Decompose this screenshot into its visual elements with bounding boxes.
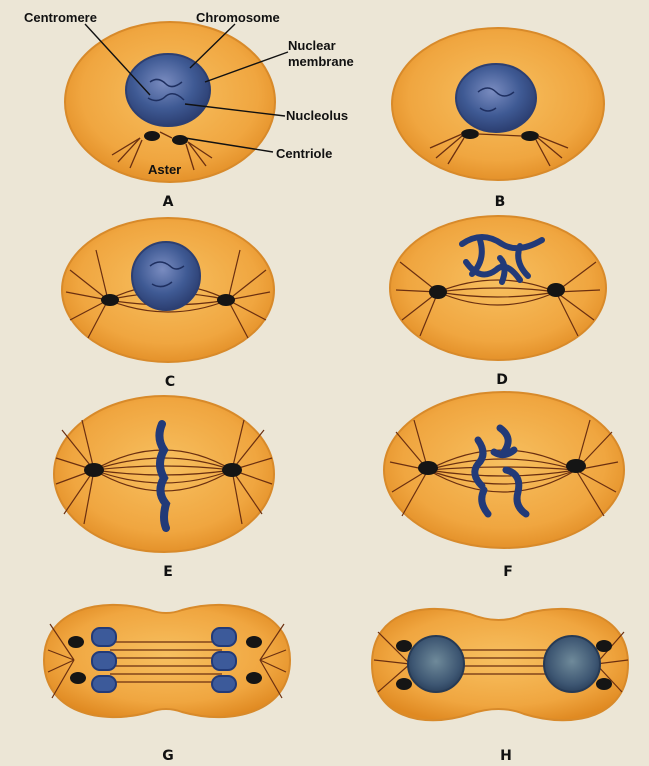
label-nucleolus: Nucleolus <box>286 108 348 123</box>
panel-label-c: C <box>165 374 175 390</box>
panel-a: A <box>65 22 275 210</box>
label-centriole: Centriole <box>276 146 332 161</box>
nucleus-b <box>456 64 536 132</box>
label-chromosome: Chromosome <box>196 10 280 25</box>
label-nuclear-membrane-1: Nuclear <box>288 38 336 53</box>
panel-f: F <box>384 392 624 580</box>
label-centromere: Centromere <box>24 10 97 25</box>
label-nuclear-membrane-2: membrane <box>288 54 354 69</box>
panel-h: H <box>372 609 628 764</box>
panel-label-d: D <box>496 372 508 388</box>
panel-c: C <box>62 218 274 390</box>
panel-label-e: E <box>163 564 173 580</box>
panel-label-h: H <box>500 748 512 764</box>
cell-g <box>44 605 290 717</box>
daughter-nucleus-left <box>408 636 464 692</box>
panel-label-b: B <box>495 194 506 210</box>
panel-d: D <box>390 216 606 388</box>
panel-label-a: A <box>163 194 174 210</box>
panel-g: G <box>44 605 290 764</box>
panel-label-f: F <box>503 564 513 580</box>
panel-label-g: G <box>162 748 174 764</box>
panel-e: E <box>54 396 274 580</box>
panel-b: B <box>392 28 604 210</box>
nucleus-a <box>126 54 210 126</box>
label-aster: Aster <box>148 162 181 177</box>
daughter-nucleus-right <box>544 636 600 692</box>
nucleus-c <box>132 242 200 310</box>
